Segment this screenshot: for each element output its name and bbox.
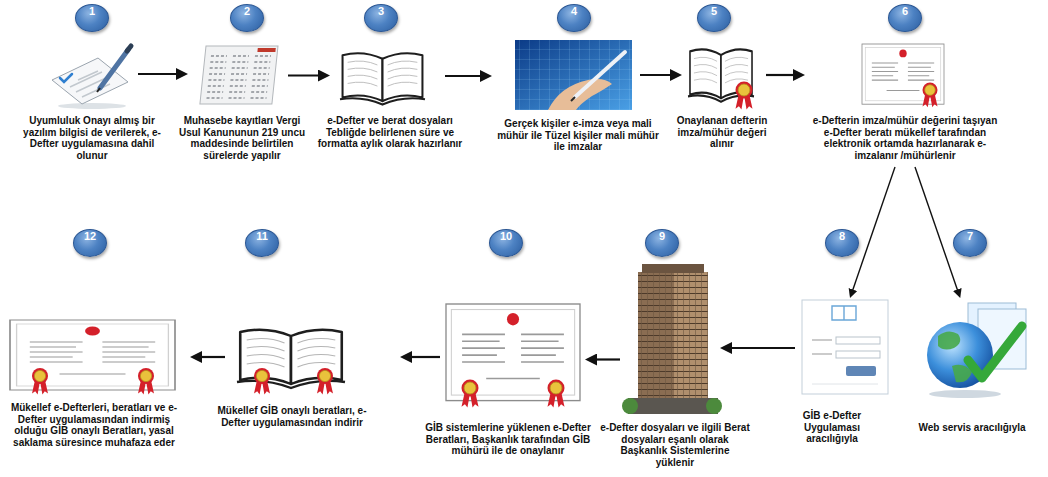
- flow-arrow: [410, 356, 440, 358]
- process-step: 11Mükellef GİB onaylı beratları, e-Defte…: [225, 322, 400, 392]
- document-pen-icon: [60, 74, 72, 82]
- document-pen-icon: [97, 88, 100, 92]
- step-number: 5: [697, 4, 731, 32]
- application-screen: [802, 300, 888, 394]
- flow-arrow: [595, 358, 620, 360]
- step-number: 6: [888, 4, 922, 32]
- application-screen: [846, 366, 876, 376]
- step-caption: Web servis aracılığıyla: [902, 422, 1042, 434]
- document-pen-icon: [58, 103, 126, 109]
- process-step: 12Mükellef e-Defterleri, beratları ve e-…: [5, 318, 190, 398]
- seal-icon: [462, 380, 479, 408]
- step-caption: Onaylanan defterin imza/mühür değeri alı…: [676, 115, 768, 150]
- application-screen: [802, 300, 888, 394]
- flow-arrow: [852, 167, 895, 291]
- application-screen: [832, 306, 856, 320]
- flow-arrow: [138, 73, 178, 75]
- signing-photo: [571, 97, 575, 101]
- seal-icon: [317, 368, 333, 394]
- step-number: 2: [230, 4, 264, 32]
- step-number: 10: [489, 229, 523, 257]
- step-caption: e-Defter ve berat dosyaları Tebliğde bel…: [315, 115, 465, 150]
- process-step: 2Muhasebe kayıtları Vergi Usul Kanununun…: [188, 42, 288, 106]
- ledger-sheet-icon: [200, 46, 278, 104]
- application-screen: [836, 337, 880, 344]
- globe-icon: [968, 326, 1022, 378]
- process-step: 5Onaylanan defterin imza/mühür değeri al…: [682, 42, 766, 108]
- application-screen: [812, 384, 878, 385]
- seal-icon: [548, 380, 565, 408]
- step-number: 12: [73, 229, 107, 257]
- building-icon: [628, 398, 718, 414]
- document-pen-icon: [52, 46, 131, 109]
- flow-arrow: [915, 167, 958, 291]
- step-number: 11: [245, 229, 279, 257]
- step-caption: e-Defterin imza/mühür değerini taşıyan e…: [809, 115, 1001, 161]
- process-step: 1Uyumluluk Onayı almış bir yazılım bilgi…: [40, 42, 138, 106]
- step-caption: Mükellef e-Defterleri, beratları ve e-De…: [4, 402, 184, 448]
- process-step: 7Web servis aracılığıyla: [920, 298, 1035, 400]
- step-number: 9: [645, 229, 679, 257]
- step-caption: GİB e-Defter Uygulaması aracılığıyla: [789, 410, 875, 445]
- signing-photo: [515, 40, 632, 110]
- flow-arrow: [288, 74, 320, 76]
- building-icon: [642, 264, 704, 273]
- flow-arrow: [640, 74, 672, 76]
- building-icon: [706, 398, 722, 414]
- seal-icon: [923, 83, 938, 108]
- application-screen: [836, 351, 880, 358]
- step-caption: Mükellef GİB onaylı beratları, e-Defter …: [206, 405, 378, 428]
- process-step: 6e-Defterin imza/mühür değerini taşıyan …: [805, 40, 1005, 167]
- signing-photo: [515, 40, 632, 110]
- step-caption: Gerçek kişiler e-imza veya mali mühür il…: [496, 118, 661, 153]
- signing-photo: [515, 40, 632, 110]
- step-caption: Uyumluluk Onayı almış bir yazılım bilgis…: [22, 115, 162, 161]
- globe-icon: [929, 390, 1001, 398]
- building-icon: [622, 264, 722, 414]
- ledger-sheet-icon: [200, 46, 278, 104]
- step-number: 3: [364, 4, 398, 32]
- seal-icon: [254, 368, 270, 394]
- step-number: 7: [953, 229, 987, 257]
- flow-arrow: [730, 347, 795, 349]
- globe-icon: [927, 303, 1026, 398]
- building-icon: [622, 398, 638, 414]
- book-icon: [340, 53, 425, 104]
- flow-arrow: [200, 356, 225, 358]
- process-step: 4Gerçek kişiler e-imza veya mali mühür i…: [492, 38, 640, 112]
- flow-arrow: [445, 75, 482, 77]
- process-step: 10GİB sistemlerine yüklenen e-Defter Ber…: [440, 302, 585, 417]
- flow-arrow: [766, 74, 795, 76]
- application-screen: [812, 340, 832, 354]
- seal-icon: [138, 368, 154, 394]
- step-number: 1: [75, 4, 109, 32]
- ledger-sheet-icon: [257, 48, 275, 52]
- seal-icon: [736, 82, 753, 110]
- signing-photo: [575, 52, 625, 97]
- step-caption: GİB sistemlerine yüklenen e-Defter Berat…: [422, 422, 594, 457]
- ledger-sheet-icon: [207, 56, 271, 98]
- step-number: 4: [557, 4, 591, 32]
- step-caption: Muhasebe kayıtları Vergi Usul Kanununun …: [176, 115, 308, 161]
- globe-icon: [938, 331, 960, 349]
- process-step: 3e-Defter ve berat dosyaları Tebliğde be…: [330, 45, 445, 107]
- document-pen-icon: [100, 50, 128, 88]
- process-step: 8GİB e-Defter Uygulaması aracılığıyla: [795, 298, 895, 398]
- process-step: 9e-Defter dosyaları ve ilgili Berat dosy…: [620, 262, 720, 417]
- step-caption: e-Defter dosyaları ve ilgili Berat dosya…: [600, 422, 750, 468]
- seal-icon: [32, 368, 48, 394]
- building-icon: [638, 272, 708, 402]
- step-number: 8: [825, 229, 859, 257]
- document-pen-icon: [127, 46, 131, 51]
